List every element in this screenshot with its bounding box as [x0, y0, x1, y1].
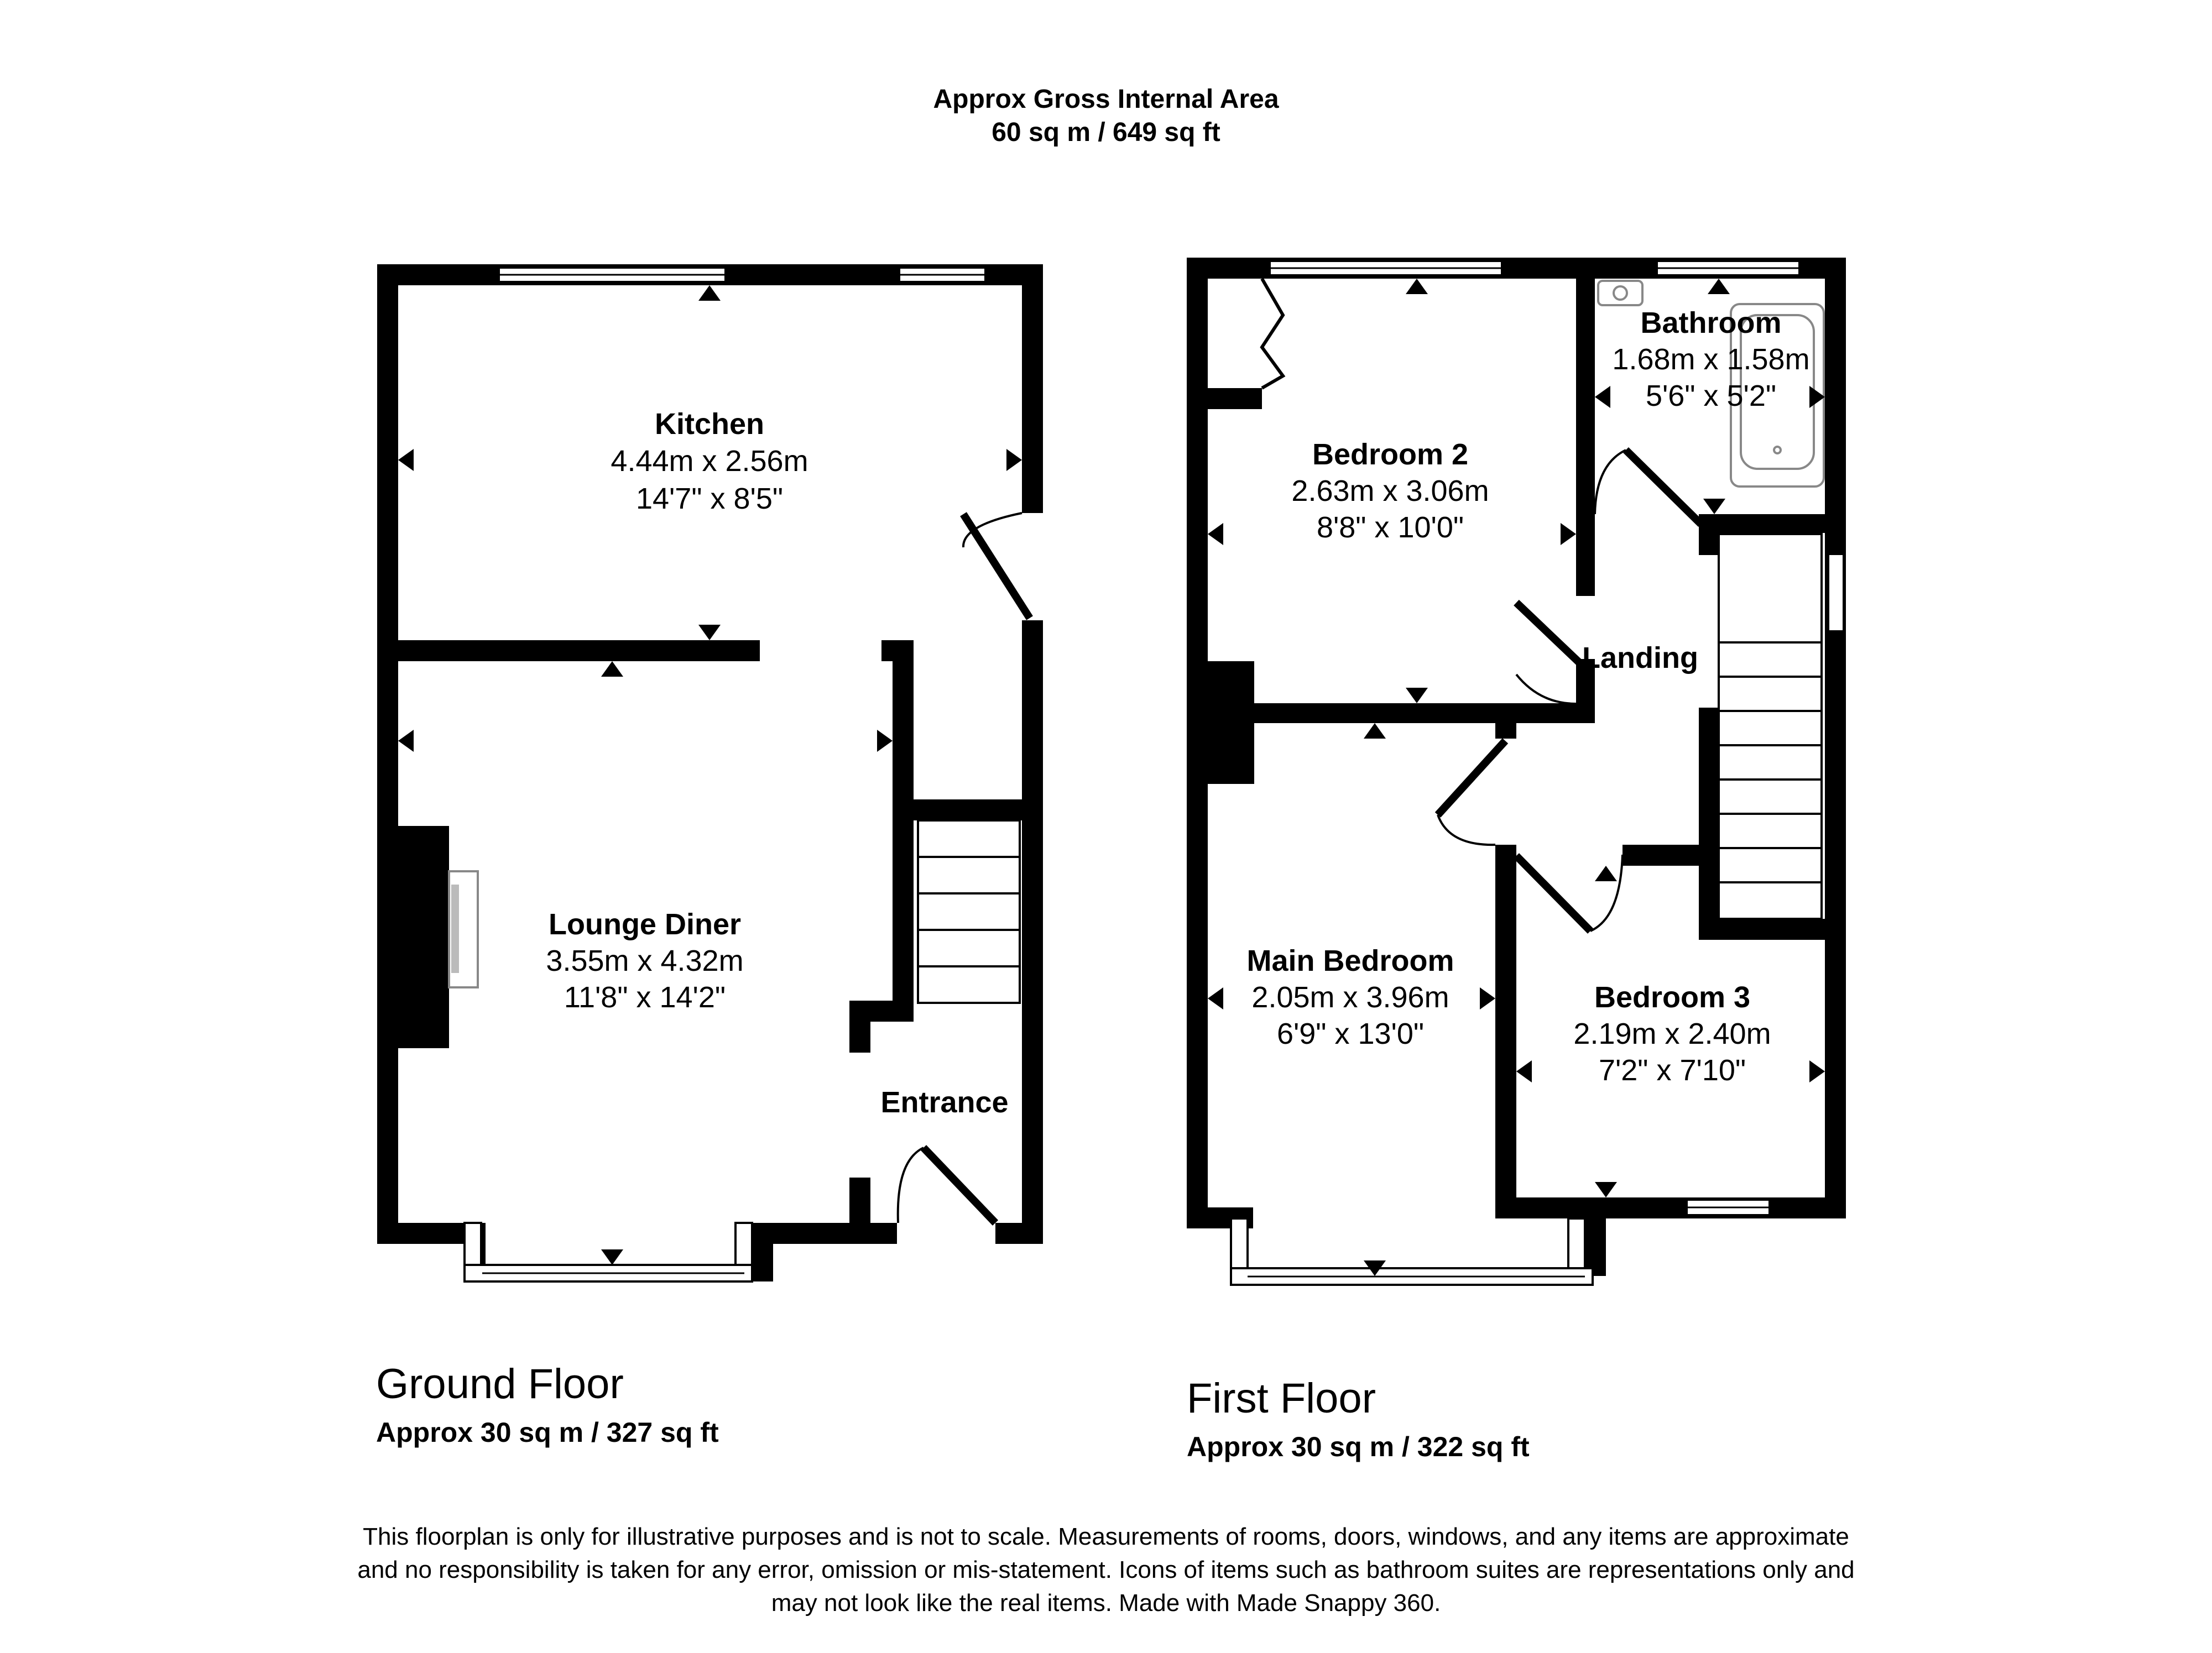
first-floor-windows [1230, 260, 1845, 1286]
ground-floor-dimension-arrows [398, 285, 1022, 1265]
landing-name: Landing [1582, 641, 1698, 674]
first-floor-title: First Floor [1187, 1375, 1376, 1422]
kitchen-imperial: 14'7" x 8'5" [636, 482, 783, 515]
room-label-entrance: Entrance [880, 1086, 1008, 1119]
first-floor-doors [1434, 447, 1704, 934]
bath-tub-icon [1730, 303, 1825, 488]
ground-floor-stairs [917, 819, 1021, 1004]
bedroom2-metric: 2.63m x 3.06m [1291, 474, 1489, 508]
bedroom3-imperial: 7'2" x 7'10" [1599, 1054, 1746, 1087]
lounge-imperial: 11'8" x 14'2" [564, 981, 726, 1014]
room-label-kitchen: Kitchen 4.44m x 2.56m 14'7" x 8'5" [611, 407, 808, 515]
room-label-landing: Landing [1582, 641, 1698, 674]
disclaimer-line-2: and no responsibility is taken for any e… [357, 1556, 1855, 1583]
bathroom-name: Bathroom [1641, 306, 1782, 339]
kitchen-metric: 4.44m x 2.56m [611, 444, 808, 478]
disclaimer: This floorplan is only for illustrative … [221, 1520, 1991, 1620]
kitchen-name: Kitchen [655, 407, 764, 441]
room-label-bedroom-2: Bedroom 2 2.63m x 3.06m 8'8" x 10'0" [1291, 438, 1489, 544]
bedroom2-name: Bedroom 2 [1312, 438, 1468, 471]
first-floor-dimension-arrows [1208, 279, 1825, 1276]
lounge-name: Lounge Diner [549, 908, 741, 941]
room-label-bathroom: Bathroom 1.68m x 1.58m 5'6" x 5'2" [1612, 306, 1809, 412]
bedroom3-metric: 2.19m x 2.40m [1573, 1017, 1771, 1050]
main-bedroom-metric: 2.05m x 3.96m [1251, 981, 1449, 1014]
room-label-lounge-diner: Lounge Diner 3.55m x 4.32m 11'8" x 14'2" [546, 908, 743, 1014]
disclaimer-line-3: may not look like the real items. Made w… [771, 1589, 1441, 1617]
main-bedroom-imperial: 6'9" x 13'0" [1277, 1017, 1424, 1050]
toilet-icon [1597, 280, 1644, 306]
entrance-name: Entrance [880, 1086, 1008, 1119]
wardrobe-doors [1260, 278, 1286, 390]
header: Approx Gross Internal Area 60 sq m / 649… [0, 83, 2212, 149]
disclaimer-line-1: This floorplan is only for illustrative … [363, 1523, 1849, 1550]
ground-floor-plan [377, 264, 1043, 1283]
bathroom-imperial: 5'6" x 5'2" [1646, 379, 1776, 412]
room-label-bedroom-3: Bedroom 3 2.19m x 2.40m 7'2" x 7'10" [1573, 981, 1771, 1087]
bedroom2-imperial: 8'8" x 10'0" [1317, 511, 1464, 544]
first-floor-stairs [1718, 533, 1823, 920]
first-floor-plan [1187, 258, 1846, 1286]
bedroom3-name: Bedroom 3 [1594, 981, 1750, 1014]
main-bedroom-name: Main Bedroom [1246, 944, 1454, 977]
header-total-area: 60 sq m / 649 sq ft [992, 118, 1220, 147]
header-title: Approx Gross Internal Area [933, 85, 1279, 114]
bathroom-metric: 1.68m x 1.58m [1612, 343, 1809, 376]
ground-floor-windows [463, 266, 987, 1283]
lounge-metric: 3.55m x 4.32m [546, 944, 743, 977]
ground-floor-area: Approx 30 sq m / 327 sq ft [376, 1417, 719, 1448]
ground-floor-title: Ground Floor [376, 1361, 624, 1408]
fireplace-hearth [451, 885, 459, 973]
room-label-main-bedroom: Main Bedroom 2.05m x 3.96m 6'9" x 13'0" [1246, 944, 1454, 1050]
first-floor-area: Approx 30 sq m / 322 sq ft [1187, 1431, 1530, 1462]
ground-floor-doors [896, 512, 1033, 1226]
